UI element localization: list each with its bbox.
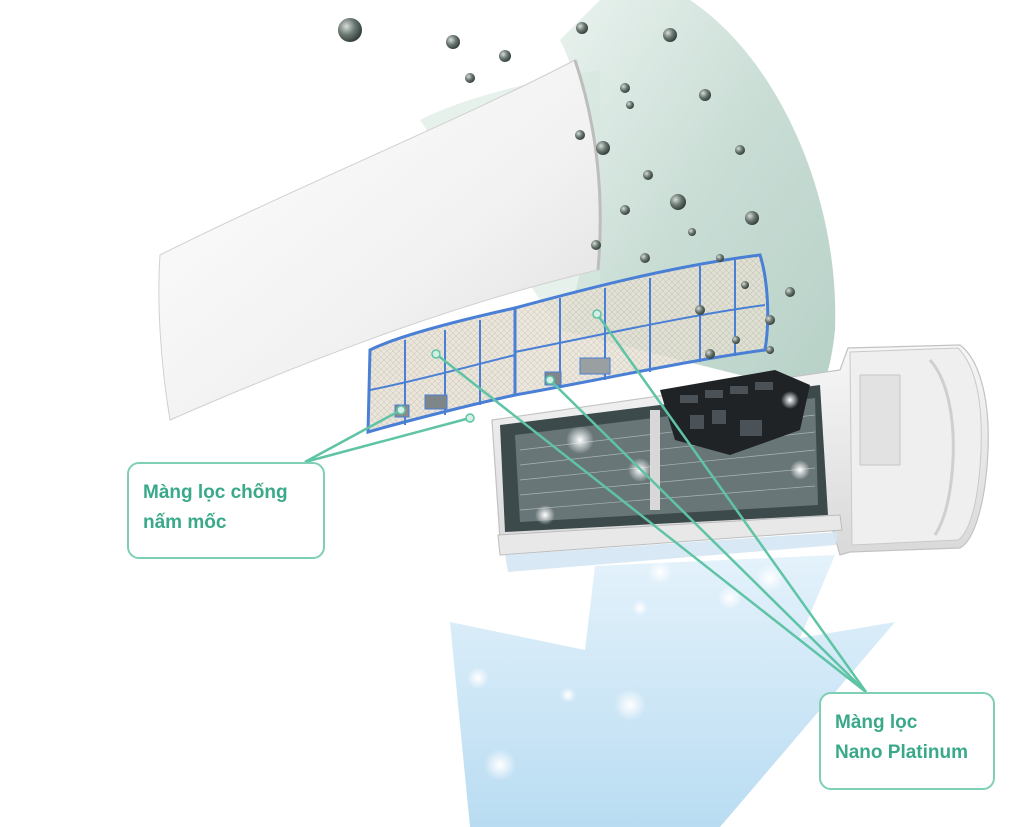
callout-line: Màng lọc chống: [143, 482, 288, 503]
leader-lines: [304, 313, 868, 693]
dust-particles: [338, 18, 795, 359]
callout-line: nấm mốc: [143, 512, 227, 533]
nano-platinum-filter-callout: Màng lọc Nano Platinum: [819, 692, 995, 790]
electronics-module: [660, 370, 810, 455]
anti-mold-filter-callout: Màng lọc chống nấm mốc: [127, 462, 325, 559]
nano-platinum-filter: [513, 253, 770, 397]
callout-line: Màng lọc: [835, 712, 918, 733]
air-outflow-stream: [450, 555, 895, 827]
callout-line: Nano Platinum: [835, 742, 969, 763]
